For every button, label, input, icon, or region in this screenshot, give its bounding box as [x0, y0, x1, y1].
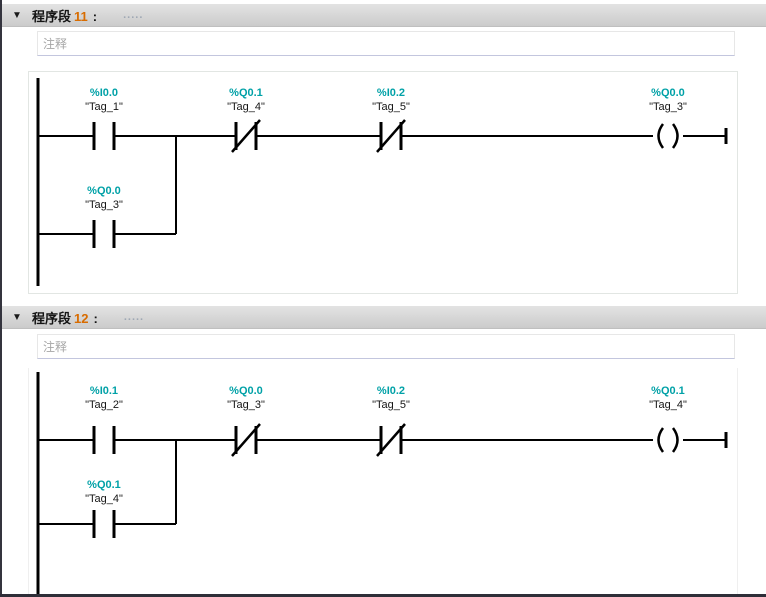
operand-label: %I0.2 "Tag_5"	[372, 384, 410, 412]
network-12-ladder-graphics	[36, 372, 728, 594]
operand-tag[interactable]: "Tag_5"	[372, 399, 410, 411]
no-contact-symbol[interactable]	[92, 122, 116, 150]
coil-symbol[interactable]	[657, 427, 679, 453]
network-11-ladder-graphics	[36, 78, 728, 286]
operand-tag[interactable]: "Tag_3"	[227, 399, 265, 411]
network-title-placeholder[interactable]: .....	[123, 9, 144, 21]
operand-label: %Q0.1 "Tag_4"	[649, 384, 687, 412]
operand-address[interactable]: %Q0.1	[229, 87, 263, 99]
operand-label: %Q0.0 "Tag_3"	[649, 86, 687, 114]
network-11-ladder-area[interactable]: %I0.0 "Tag_1" %Q0.1 "Tag_4" %I0.2 "Tag_5…	[28, 71, 738, 294]
operand-tag[interactable]: "Tag_4"	[227, 101, 265, 113]
operand-address[interactable]: %I0.2	[376, 87, 406, 99]
operand-address[interactable]: %Q0.0	[229, 385, 263, 397]
operand-tag[interactable]: "Tag_3"	[85, 199, 123, 211]
operand-label: %Q0.0 "Tag_3"	[85, 184, 123, 212]
coil-symbol[interactable]	[657, 123, 679, 149]
operand-address[interactable]: %I0.2	[376, 385, 406, 397]
operand-tag[interactable]: "Tag_1"	[85, 101, 123, 113]
operand-label: %Q0.1 "Tag_4"	[85, 478, 123, 506]
network-title-separator: :	[93, 310, 98, 326]
nc-contact-symbol[interactable]	[231, 119, 261, 153]
operand-label: %I0.0 "Tag_1"	[85, 86, 123, 114]
network-number: 11	[74, 8, 88, 24]
no-contact-symbol[interactable]	[92, 220, 116, 248]
network-title-prefix: 程序段	[32, 8, 72, 24]
operand-address[interactable]: %Q0.1	[87, 479, 121, 491]
window-left-edge	[0, 0, 2, 597]
operand-label: %I0.1 "Tag_2"	[85, 384, 123, 412]
network-title-prefix: 程序段	[32, 310, 72, 326]
network-title-separator: :	[92, 8, 98, 24]
operand-label: %I0.2 "Tag_5"	[372, 86, 410, 114]
no-contact-symbol[interactable]	[92, 426, 116, 454]
nc-contact-symbol[interactable]	[376, 119, 406, 153]
no-contact-symbol[interactable]	[92, 510, 116, 538]
operand-tag[interactable]: "Tag_2"	[85, 399, 123, 411]
network-12-ladder-area[interactable]: %I0.1 "Tag_2" %Q0.0 "Tag_3" %I0.2 "Tag_5…	[28, 368, 738, 594]
collapse-triangle-icon[interactable]: ▼	[12, 9, 22, 21]
operand-tag[interactable]: "Tag_3"	[649, 101, 687, 113]
operand-tag[interactable]: "Tag_5"	[372, 101, 410, 113]
network-title-placeholder[interactable]: .....	[123, 311, 145, 323]
collapse-triangle-icon[interactable]: ▼	[12, 311, 22, 323]
operand-tag[interactable]: "Tag_4"	[649, 399, 687, 411]
network-11-comment-input[interactable]: 注释	[37, 31, 735, 56]
operand-label: %Q0.1 "Tag_4"	[227, 86, 265, 114]
network-number: 12	[74, 310, 89, 326]
window-bottom-edge	[0, 594, 766, 597]
operand-label: %Q0.0 "Tag_3"	[227, 384, 265, 412]
nc-contact-symbol[interactable]	[231, 423, 261, 457]
operand-address[interactable]: %I0.1	[89, 385, 119, 397]
operand-address[interactable]: %I0.0	[89, 87, 119, 99]
operand-address[interactable]: %Q0.1	[651, 385, 685, 397]
operand-address[interactable]: %Q0.0	[87, 185, 121, 197]
operand-tag[interactable]: "Tag_4"	[85, 493, 123, 505]
nc-contact-symbol[interactable]	[376, 423, 406, 457]
operand-address[interactable]: %Q0.0	[651, 87, 685, 99]
network-12-comment-input[interactable]: 注释	[37, 334, 735, 359]
